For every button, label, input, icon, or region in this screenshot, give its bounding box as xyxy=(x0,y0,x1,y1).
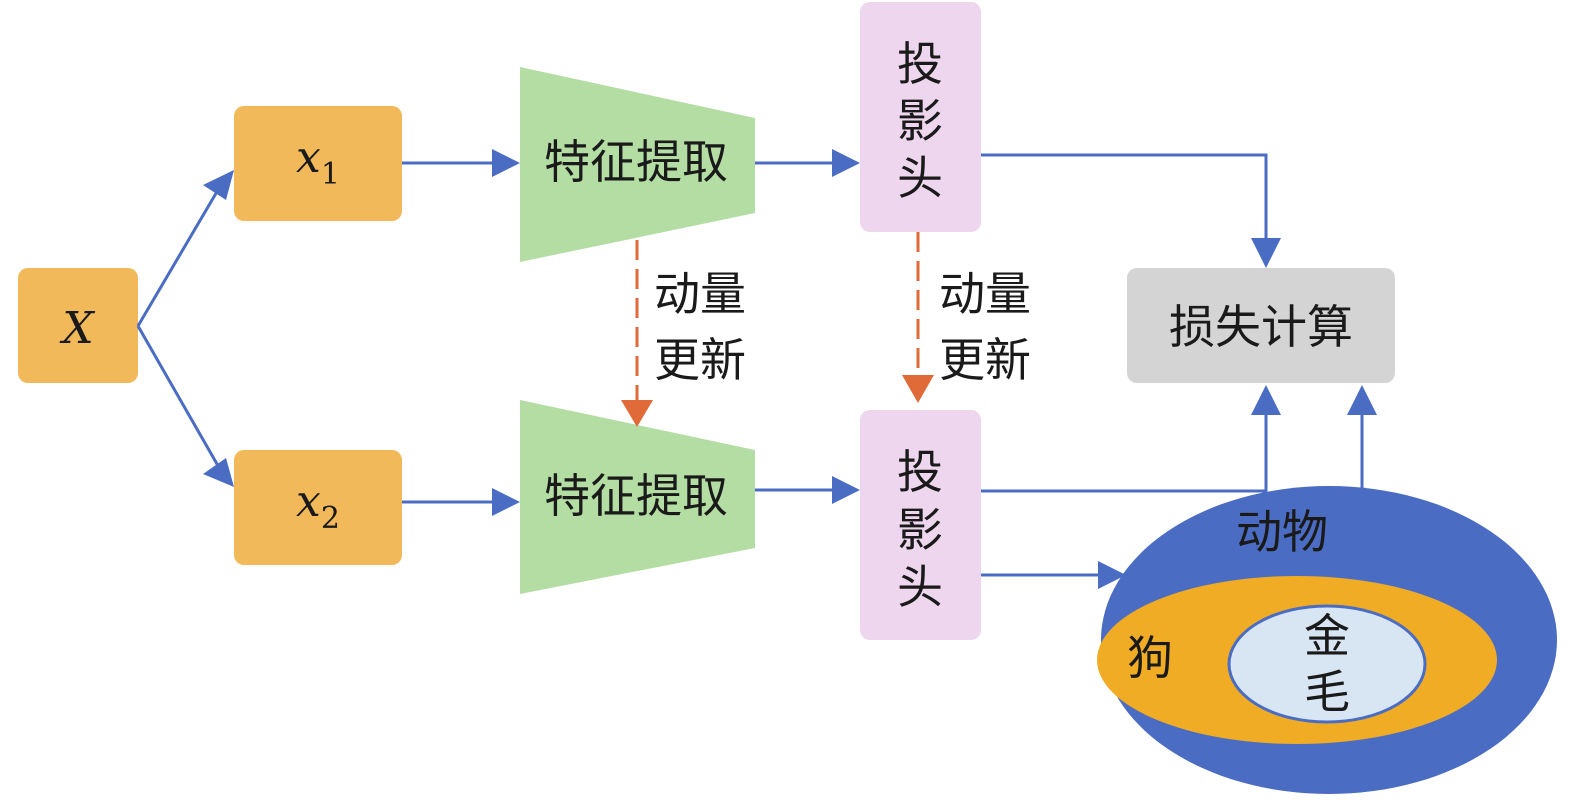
projection-head-top-char2: 影 xyxy=(897,94,943,148)
momentum-label-encoder-line1: 动量 xyxy=(654,267,746,321)
projection-head-bottom-char3: 头 xyxy=(897,560,943,614)
projection-head-top-char1: 投 xyxy=(897,37,943,91)
hierarchy-inner-ellipse xyxy=(1227,604,1427,724)
view-x2-box xyxy=(234,450,402,565)
hierarchy-inner-label-line1: 金 xyxy=(1304,609,1350,663)
arrowhead-x1-to-encoder xyxy=(492,149,520,177)
momentum-label-projection-line2: 更新 xyxy=(939,333,1031,387)
arrowhead-x-to-x2 xyxy=(203,458,234,487)
hierarchy-outer-label: 动物 xyxy=(1236,505,1328,559)
input-x-box xyxy=(18,268,138,383)
projection-head-top-char3: 头 xyxy=(897,151,943,205)
view-x1-box xyxy=(234,106,402,221)
projection-head-bottom-char1: 投 xyxy=(897,445,943,499)
arrow-x-to-x1 xyxy=(136,177,227,327)
encoder-top xyxy=(520,67,755,262)
encoder-bottom-label: 特征提取 xyxy=(544,469,728,523)
projection-head-bottom xyxy=(860,410,981,640)
arrowhead-x2-to-encoder xyxy=(492,488,520,516)
projection-head-top xyxy=(860,2,981,232)
arrowhead-encoder-to-proj-bottom xyxy=(832,476,860,504)
arrowhead-proj-bottom-to-loss xyxy=(1251,385,1281,415)
arrowhead-hierarchy-to-loss xyxy=(1347,385,1377,415)
arrowhead-encoder-to-proj-top xyxy=(832,149,860,177)
arrow-proj-bottom-to-loss xyxy=(981,412,1268,493)
arrowhead-proj-bottom-to-hierarchy xyxy=(1098,561,1126,589)
arrowhead-x-to-x1 xyxy=(203,170,234,200)
hierarchy-inner-label-line2: 毛 xyxy=(1304,665,1350,719)
projection-head-bottom-char2: 影 xyxy=(897,503,943,557)
arrow-x-to-x2 xyxy=(136,325,227,479)
momentum-arrowhead-encoder xyxy=(621,400,653,427)
input-x-label: X xyxy=(59,303,95,354)
loss-label: 损失计算 xyxy=(1169,300,1353,354)
arrowhead-proj-top-to-loss xyxy=(1251,238,1281,268)
arrow-proj-top-to-loss xyxy=(981,153,1268,240)
momentum-label-encoder-line2: 更新 xyxy=(654,333,746,387)
loss-box xyxy=(1127,268,1395,383)
encoder-top-label: 特征提取 xyxy=(544,135,728,189)
view-x1-label: x1 xyxy=(296,132,340,192)
view-x2-label: x2 xyxy=(296,476,340,536)
encoder-bottom xyxy=(520,400,755,594)
hierarchy-middle-label: 狗 xyxy=(1127,631,1173,685)
momentum-label-projection-line1: 动量 xyxy=(939,267,1031,321)
momentum-arrowhead-projection xyxy=(902,375,934,403)
